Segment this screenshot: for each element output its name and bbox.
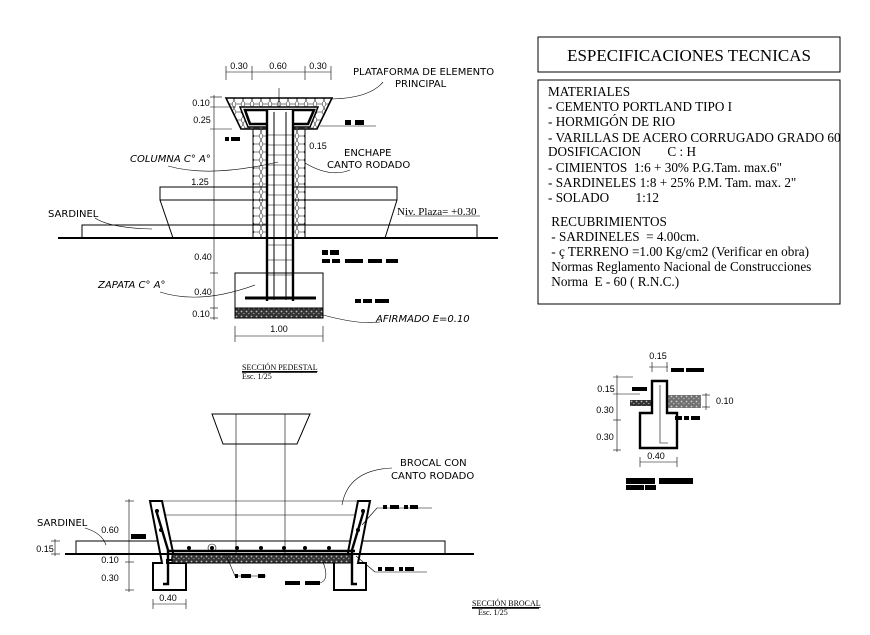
dim-label: 0.40 [194,252,212,262]
dim-label: 0.40 [647,451,665,461]
label-plataforma: PLATAFORMA DE ELEMENTO [353,67,494,78]
label-afirmado: AFIRMADO E=0.10 [375,314,470,325]
dim-label: 0.15 [649,351,667,361]
label-enchape: ENCHAPE [344,148,392,159]
dim-label: 0.60 [101,525,119,535]
spec-line: - HORMIGÓN DE RIO [548,114,675,129]
stirrups [267,134,293,276]
spec-line: Normas Reglamento Nacional de Construcci… [548,259,811,274]
slab [171,553,353,564]
dim-label: 0.10 [192,98,210,108]
section-scale: Esc. 1/25 [242,372,272,381]
dim-label: 0.40 [159,593,177,603]
label-enchape: CANTO RODADO [327,160,410,171]
redacted-labels [225,120,398,303]
spec-line: - SARDINELES 1:8 + 25% P.M. Tam. max. 2" [548,175,796,190]
spec-line: Norma E - 60 ( R.N.C.) [548,274,679,289]
spec-line: - VARILLAS DE ACERO CORRUGADO GRADO 60 [548,130,841,145]
sardinel-detail: 0.15 0.15 0.30 0.30 0.10 0.40 [596,351,734,490]
dim-label: 0.15 [309,141,327,151]
section-scale: Esc. 1/25 [478,608,508,617]
dim-label: 0.60 [269,61,287,71]
platform-outline [211,413,311,445]
dim-label: 0.30 [101,573,119,583]
spec-line: - SARDINELES = 4.00cm. [548,229,699,244]
section-title: SECCIÓN PEDESTAL [242,362,318,372]
label-brocal: CANTO RODADO [391,471,474,482]
redacted-labels [131,505,418,585]
spec-line: - SOLADO 1:12 [548,190,659,205]
brocal-section: 0.60 0.10 0.30 0.15 0.40 BROCAL CON CANT… [36,413,541,617]
sardinel-profile [638,379,679,450]
rebar-dots [155,509,365,550]
dim-label: 0.30 [230,61,248,71]
dim-label: 1.00 [270,324,288,334]
dim-label: 0.40 [194,287,212,297]
spec-content-box [537,79,841,305]
dim-label: 0.30 [596,432,614,442]
section-title: SECCIÓN BROCAL [472,598,541,608]
label-sardinel: SARDINEL [48,209,99,220]
label-zapata: ZAPATA C° A° [97,280,166,291]
dim-label: 0.30 [309,61,327,71]
dim-label: 0.15 [36,544,54,554]
dim-label: 0.15 [597,384,615,394]
afirmado [234,307,324,319]
spec-line: - CIMIENTOS 1:6 + 30% P.G.Tam. max.6" [548,160,782,175]
pedestal-section: 0.30 0.60 0.30 1.00 [48,61,498,381]
label-plataforma: PRINCIPAL [395,79,447,90]
spec-line: - ç TERRENO =1.00 Kg/cm2 (Verificar en o… [548,244,809,259]
dim-label: 0.30 [596,405,614,415]
redacted-labels [626,368,704,490]
specifications-panel: ESPECIFICACIONES TECNICAS MATERIALES - C… [537,36,841,305]
dim-label: 0.10 [101,555,119,565]
spec-line: DOSIFICACION C : H [548,144,696,159]
label-columna: COLUMNA C° A° [130,154,211,165]
dim-label: 0.10 [192,309,210,319]
spec-line: RECUBRIMIENTOS [548,214,667,229]
spec-title-box [537,36,841,73]
spec-line: MATERIALES [548,84,630,99]
label-nivel-plaza: Niv. Plaza= +0.30 [397,206,477,218]
spec-title: ESPECIFICACIONES TECNICAS [567,46,811,65]
spec-line: - CEMENTO PORTLAND TIPO I [548,99,732,114]
label-brocal: BROCAL CON [400,458,467,469]
dim-label: 0.25 [193,115,211,125]
dim-label: 0.10 [716,396,734,406]
label-sardinel: SARDINEL [37,518,88,529]
dim-label: 1.25 [191,177,209,187]
